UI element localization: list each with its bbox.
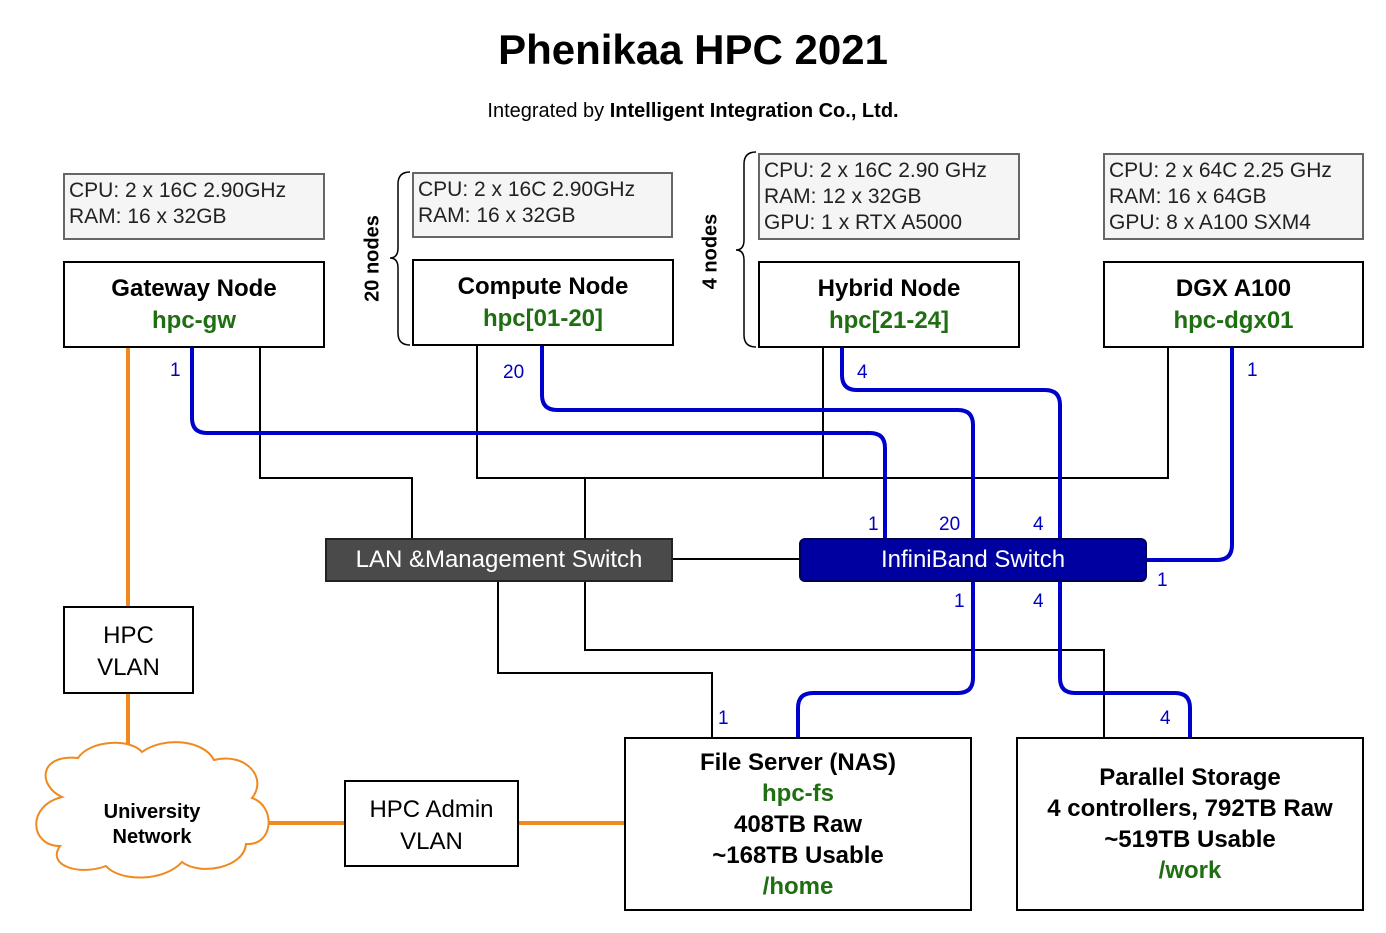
gateway-node[interactable]: Gateway Node hpc-gw bbox=[63, 261, 325, 348]
file-server[interactable]: File Server (NAS) hpc-fs 408TB Raw ~168T… bbox=[624, 737, 972, 911]
dgx-spec-gpu: GPU: 8 x A100 SXM4 bbox=[1109, 211, 1311, 234]
eth-link-hybrid bbox=[585, 347, 824, 479]
admin-vlan-line2: VLAN bbox=[400, 828, 463, 855]
file-server-host: hpc-fs bbox=[762, 780, 834, 807]
lan-management-switch[interactable]: LAN &Management Switch bbox=[325, 538, 673, 582]
compute-spec-cpu: CPU: 2 x 16C 2.90GHz bbox=[418, 178, 636, 201]
gateway-spec-box: CPU: 2 x 16C 2.90GHz RAM: 16 x 32GB bbox=[63, 173, 325, 240]
ib-link-dgx bbox=[1146, 347, 1234, 562]
count-ib-out-fileserver: 1 bbox=[954, 591, 965, 612]
count-storage-in: 4 bbox=[1160, 708, 1171, 729]
university-cloud-shape bbox=[35, 741, 270, 879]
ib-link-hybrid bbox=[840, 347, 1062, 540]
dgx-spec-cpu: CPU: 2 x 64C 2.25 GHz bbox=[1109, 159, 1332, 182]
count-ib-dgx-port: 1 bbox=[1157, 570, 1168, 591]
ethernet-links bbox=[259, 345, 1169, 738]
count-ib-in-gateway: 1 bbox=[868, 514, 879, 535]
count-gateway-ib: 1 bbox=[170, 360, 181, 381]
gateway-node-name: Gateway Node bbox=[111, 275, 277, 302]
hpc-vlan-box[interactable]: HPC VLAN bbox=[63, 606, 194, 694]
file-server-raw: 408TB Raw bbox=[733, 811, 863, 838]
infiniband-links bbox=[190, 345, 1234, 738]
hpc-admin-vlan-box[interactable]: HPC Admin VLAN bbox=[344, 780, 519, 867]
university-network-line2: Network bbox=[112, 826, 192, 848]
count-fileserver-in: 1 bbox=[718, 708, 729, 729]
subtitle-prefix: Integrated by bbox=[487, 100, 610, 122]
ib-link-compute bbox=[540, 345, 975, 540]
hybrid-spec-gpu: GPU: 1 x RTX A5000 bbox=[764, 211, 963, 234]
gateway-node-host: hpc-gw bbox=[152, 307, 236, 334]
file-server-name: File Server (NAS) bbox=[699, 749, 897, 776]
page-title: Phenikaa HPC 2021 bbox=[498, 26, 888, 73]
dgx-node-host: hpc-dgx01 bbox=[1173, 307, 1294, 334]
integrator-name: Intelligent Integration Co., Ltd. bbox=[609, 100, 899, 122]
hpc-vlan-line1: HPC bbox=[103, 622, 154, 649]
gateway-spec-ram: RAM: 16 x 32GB bbox=[69, 205, 227, 228]
brace-hybrid-group bbox=[735, 151, 757, 348]
hybrid-node[interactable]: Hybrid Node hpc[21-24] bbox=[758, 261, 1020, 348]
eth-link-lan-to-storage bbox=[584, 580, 1105, 738]
hybrid-group-label: 4 nodes bbox=[699, 213, 722, 290]
page-subtitle: Integrated by Intelligent Integration Co… bbox=[0, 100, 1386, 123]
count-ib-out-storage: 4 bbox=[1033, 591, 1044, 612]
count-compute-ib: 20 bbox=[503, 362, 525, 383]
compute-node[interactable]: Compute Node hpc[01-20] bbox=[412, 259, 674, 346]
eth-link-lan-to-fileserver bbox=[497, 580, 713, 738]
ib-link-storage bbox=[1058, 580, 1192, 738]
hybrid-node-name: Hybrid Node bbox=[817, 275, 961, 302]
eth-link-compute bbox=[476, 345, 586, 540]
eth-link-gateway bbox=[259, 347, 413, 540]
compute-node-host: hpc[01-20] bbox=[482, 305, 604, 332]
dgx-spec-ram: RAM: 16 x 64GB bbox=[1109, 185, 1267, 208]
gateway-spec-cpu: CPU: 2 x 16C 2.90GHz bbox=[69, 179, 287, 202]
dgx-node-name: DGX A100 bbox=[1175, 275, 1292, 302]
parallel-storage[interactable]: Parallel Storage 4 controllers, 792TB Ra… bbox=[1016, 737, 1364, 911]
hybrid-spec-cpu: CPU: 2 x 16C 2.90 GHz bbox=[764, 159, 987, 182]
brace-compute-group bbox=[389, 171, 411, 346]
count-hybrid-ib: 4 bbox=[857, 362, 868, 383]
ib-link-gateway bbox=[190, 347, 887, 540]
count-ib-in-hybrid: 4 bbox=[1033, 514, 1044, 535]
parallel-storage-controllers: 4 controllers, 792TB Raw bbox=[1047, 795, 1333, 822]
compute-group-label: 20 nodes bbox=[361, 215, 384, 302]
file-server-usable: ~168TB Usable bbox=[712, 842, 884, 869]
university-network[interactable]: University Network bbox=[60, 800, 244, 850]
parallel-storage-usable: ~519TB Usable bbox=[1104, 826, 1276, 853]
hybrid-spec-box: CPU: 2 x 16C 2.90 GHz RAM: 12 x 32GB GPU… bbox=[758, 153, 1020, 240]
hpc-vlan-line2: VLAN bbox=[97, 654, 160, 681]
university-network-line1: University bbox=[103, 801, 201, 823]
dgx-spec-box: CPU: 2 x 64C 2.25 GHz RAM: 16 x 64GB GPU… bbox=[1103, 153, 1364, 240]
file-server-mount: /home bbox=[762, 873, 834, 900]
dgx-node[interactable]: DGX A100 hpc-dgx01 bbox=[1103, 261, 1364, 348]
admin-vlan-line1: HPC Admin bbox=[369, 796, 494, 823]
infiniband-switch[interactable]: InfiniBand Switch bbox=[799, 538, 1147, 582]
hybrid-node-host: hpc[21-24] bbox=[828, 307, 950, 334]
group-braces bbox=[389, 151, 757, 348]
compute-spec-ram: RAM: 16 x 32GB bbox=[418, 204, 576, 227]
parallel-storage-mount: /work bbox=[1158, 857, 1222, 884]
count-dgx-ib: 1 bbox=[1247, 360, 1258, 381]
hybrid-spec-ram: RAM: 12 x 32GB bbox=[764, 185, 922, 208]
compute-spec-box: CPU: 2 x 16C 2.90GHz RAM: 16 x 32GB bbox=[412, 172, 673, 238]
parallel-storage-name: Parallel Storage bbox=[1099, 764, 1281, 791]
ib-link-fileserver bbox=[796, 580, 975, 738]
count-ib-in-compute: 20 bbox=[939, 514, 961, 535]
eth-link-dgx bbox=[823, 347, 1169, 479]
compute-node-name: Compute Node bbox=[457, 273, 629, 300]
